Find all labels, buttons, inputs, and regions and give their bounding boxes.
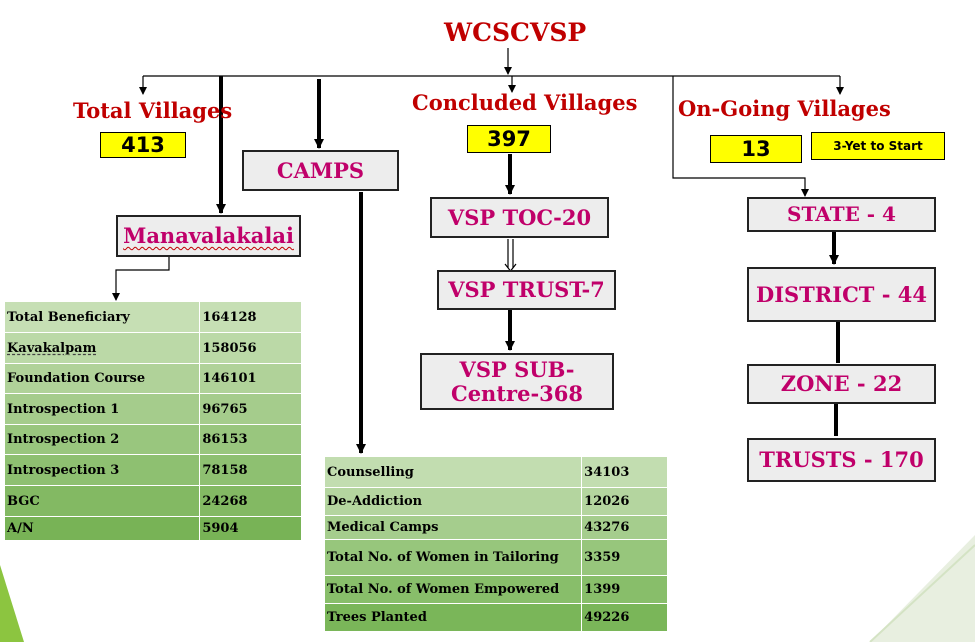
label-cell: Kavakalpam	[3, 332, 201, 364]
row-value: 12026	[584, 494, 630, 509]
table-row: Total No. of Women in Tailoring 3359	[323, 539, 668, 576]
row-value: 34103	[584, 464, 630, 480]
row-label: Medical Camps	[327, 520, 439, 535]
table-row: Introspection 2 86153	[3, 424, 302, 455]
row-value: 24268	[202, 493, 248, 509]
label-cell: Trees Planted	[323, 603, 583, 632]
diagram-title: WCSCVSP	[444, 18, 587, 47]
table-row: Medical Camps 43276	[323, 515, 668, 540]
vsp-sub-centre-box: VSP SUB- Centre-368	[420, 353, 614, 410]
label-cell: Total No. of Women Empowered	[323, 575, 583, 604]
value-cell: 96765	[199, 393, 302, 425]
table-row: A/N 5904	[3, 516, 302, 541]
row-value: 146101	[202, 371, 257, 386]
table-row: Introspection 3 78158	[3, 454, 302, 486]
value-cell: 86153	[199, 424, 302, 455]
value-cell: 43276	[581, 515, 668, 540]
label-cell: A/N	[3, 516, 201, 541]
row-label: Introspection 2	[7, 432, 120, 447]
camps-box: CAMPS	[242, 150, 399, 191]
vsp-toc-box: VSP TOC-20	[430, 197, 609, 238]
row-value: 164128	[202, 309, 257, 325]
manavalakalai-box: Manavalakalai	[116, 215, 301, 257]
table-row: Total No. of Women Empowered 1399	[323, 575, 668, 604]
row-label: Introspection 1	[7, 401, 120, 417]
label-cell: Total No. of Women in Tailoring	[323, 539, 583, 576]
total-villages-value: 413	[100, 132, 186, 158]
row-label: De-Addiction	[327, 494, 423, 509]
label-cell: Introspection 2	[3, 424, 201, 455]
concluded-villages-value: 397	[467, 125, 551, 153]
state-box: STATE - 4	[747, 197, 936, 232]
value-cell: 34103	[581, 456, 668, 488]
label-cell: Foundation Course	[3, 363, 201, 394]
label-cell: Total Beneficiary	[3, 301, 201, 333]
label-cell: Introspection 3	[3, 454, 201, 486]
row-value: 3359	[584, 550, 621, 565]
value-cell: 24268	[199, 485, 302, 517]
row-value: 86153	[202, 432, 248, 447]
value-cell: 78158	[199, 454, 302, 486]
manavalakalai-label: Manavalakalai	[123, 223, 294, 249]
row-value: 158056	[202, 340, 257, 356]
trusts-box: TRUSTS - 170	[747, 438, 936, 482]
ongoing-villages-heading: On-Going Villages	[678, 96, 891, 121]
table-row: Counselling 34103	[323, 456, 668, 488]
corner-triangle-right	[870, 535, 975, 642]
label-cell: Medical Camps	[323, 515, 583, 540]
value-cell: 12026	[581, 487, 668, 516]
zone-box: ZONE - 22	[747, 364, 936, 404]
row-label: Kavakalpam	[7, 340, 97, 356]
table-row: Kavakalpam 158056	[3, 332, 302, 364]
label-cell: BGC	[3, 485, 201, 517]
row-label: Total No. of Women in Tailoring	[327, 550, 559, 565]
row-value: 1399	[584, 582, 621, 597]
yet-to-start-note: 3-Yet to Start	[811, 132, 945, 160]
corner-line-right	[869, 544, 975, 642]
total-villages-heading: Total Villages	[73, 98, 233, 123]
row-label: Introspection 3	[7, 462, 120, 478]
row-value: 43276	[584, 520, 630, 535]
row-value: 5904	[202, 521, 239, 536]
table-row: Total Beneficiary 164128	[3, 301, 302, 333]
row-label: Foundation Course	[7, 371, 146, 386]
label-cell: Counselling	[323, 456, 583, 488]
row-label: Trees Planted	[327, 610, 427, 625]
value-cell: 164128	[199, 301, 302, 333]
ongoing-villages-value: 13	[710, 135, 802, 163]
value-cell: 3359	[581, 539, 668, 576]
row-label: Total Beneficiary	[7, 309, 130, 325]
row-label: BGC	[7, 493, 40, 509]
vsp-trust-box: VSP TRUST-7	[437, 270, 616, 310]
district-box: DISTRICT - 44	[747, 267, 936, 322]
label-cell: De-Addiction	[323, 487, 583, 516]
label-cell: Introspection 1	[3, 393, 201, 425]
value-cell: 1399	[581, 575, 668, 604]
table-row: Foundation Course 146101	[3, 363, 302, 394]
table-row: BGC 24268	[3, 485, 302, 517]
concluded-villages-heading: Concluded Villages	[412, 90, 638, 115]
corner-triangle-left	[0, 565, 24, 642]
value-cell: 49226	[581, 603, 668, 632]
value-cell: 5904	[199, 516, 302, 541]
value-cell: 146101	[199, 363, 302, 394]
row-label: Counselling	[327, 464, 414, 480]
table-row: Introspection 1 96765	[3, 393, 302, 425]
row-label: Total No. of Women Empowered	[327, 582, 560, 597]
value-cell: 158056	[199, 332, 302, 364]
row-value: 96765	[202, 401, 248, 417]
row-value: 49226	[584, 610, 630, 625]
table-row: De-Addiction 12026	[323, 487, 668, 516]
row-label: A/N	[7, 521, 34, 536]
table-row: Trees Planted 49226	[323, 603, 668, 632]
row-value: 78158	[202, 462, 248, 478]
